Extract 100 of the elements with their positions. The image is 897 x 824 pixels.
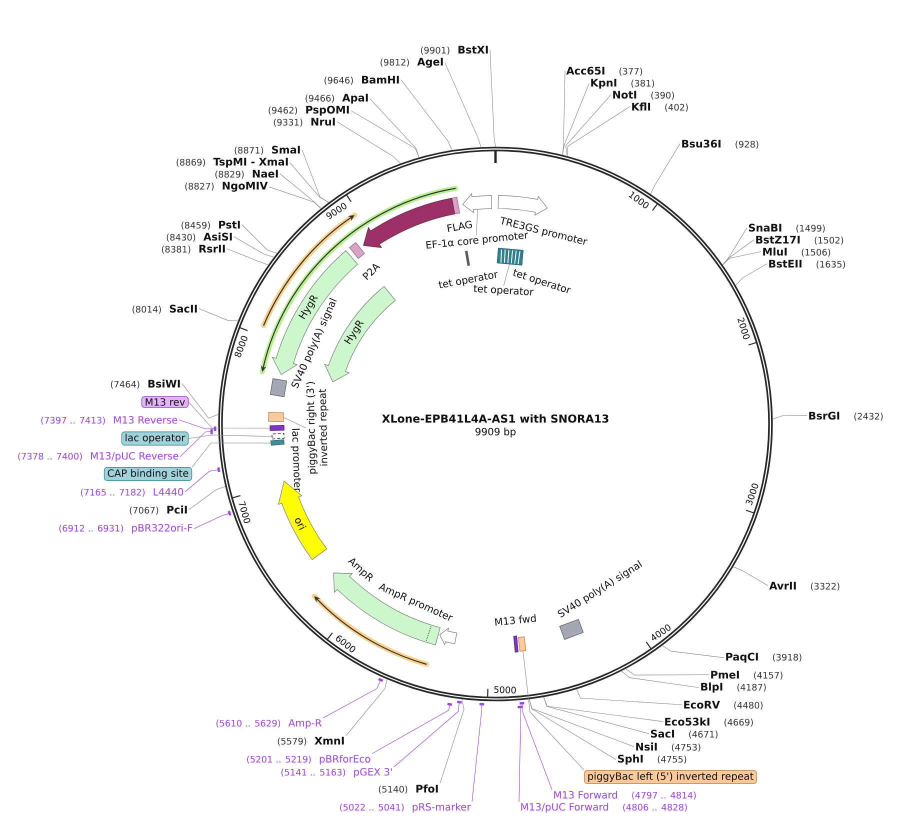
leader-line [184, 470, 218, 492]
tick-label: 7000 [238, 501, 250, 523]
leader-line [372, 705, 450, 754]
enzyme-site-label: NaeI [252, 170, 278, 178]
primer-site-mark [520, 702, 524, 705]
leader-line [280, 173, 322, 209]
primer-label: pBRforEco [320, 754, 370, 765]
site-position: (402) [665, 104, 688, 112]
primer-range: (5141 .. 5163) [281, 768, 346, 777]
enzyme-site-label: NsiI [636, 742, 657, 751]
site-position: (8869) [176, 158, 206, 167]
feature-label-box: lac operator [121, 432, 189, 446]
site-position: (7464) [110, 380, 140, 389]
leader-line [662, 645, 724, 658]
enzyme-site-label: EcoRV [684, 700, 720, 709]
enzyme-site-label: NgoMIV [222, 182, 268, 192]
enzyme-site-label: AvrII [769, 582, 796, 590]
leader-line [625, 668, 710, 676]
feature-box [268, 412, 284, 422]
site-position: (8014) [132, 306, 161, 314]
leader-line [735, 263, 768, 286]
leader-line [543, 696, 650, 734]
site-position: (8829) [215, 170, 244, 179]
leader-line [198, 308, 239, 321]
primer-label: M13 Reverse [114, 416, 178, 424]
primer-site-mark [217, 467, 220, 472]
enzyme-site-label: BlpI [701, 682, 722, 693]
primer-range: (4797 .. 4814) [632, 792, 696, 800]
site-position: (8430) [166, 234, 196, 242]
leader-line [336, 121, 401, 164]
feature-box [272, 433, 284, 440]
enzyme-site-label: AsiSI [203, 232, 232, 241]
enzyme-site-label: PstI [219, 220, 240, 229]
leader-line [283, 417, 306, 428]
enzyme-site-label: MluI [763, 248, 787, 256]
site-position: (5579) [278, 738, 306, 746]
enzyme-site-label: KflI [632, 102, 650, 110]
feature-label: M13 fwd [494, 614, 536, 626]
site-position: (4187) [737, 684, 766, 692]
leader-line [518, 708, 522, 802]
leader-line [234, 236, 274, 258]
primer-label: M13/pUC Reverse [91, 452, 178, 462]
leader-line [562, 83, 590, 156]
primer-range: (7165 .. 7182) [80, 488, 145, 497]
primer-site-mark [457, 700, 462, 704]
primer-label: M13/pUC Forward [521, 802, 608, 813]
site-position: (390) [651, 92, 674, 100]
feature-box [270, 439, 284, 446]
enzyme-site-label: ApaI [342, 94, 368, 104]
leader-line [522, 704, 552, 790]
feature-label: piggyBac right (3') inverted repeat [306, 382, 328, 474]
enzyme-site-label: BsiWI [148, 380, 180, 388]
site-position: (1499) [796, 224, 825, 233]
site-position: (8381) [162, 246, 190, 254]
primer-range: (5022 .. 5041) [340, 804, 404, 812]
enzyme-site-label: SacI [650, 730, 674, 738]
enzyme-site-label: PspOMI [306, 106, 349, 116]
feature-label-box: piggyBac left (5') inverted repeat [584, 770, 758, 784]
leader-line [290, 162, 329, 203]
feature-box [270, 425, 284, 431]
leader-line [576, 688, 682, 706]
site-position: (9812) [380, 58, 409, 67]
primer-label: Amp-R [288, 719, 322, 729]
enzyme-site-label: Bsu36I [682, 140, 720, 148]
leader-line [529, 698, 616, 760]
tick-label: 3000 [746, 484, 758, 506]
site-position: (9331) [274, 118, 302, 127]
enzyme-site-label: KpnI [591, 78, 616, 89]
leader-line [543, 696, 664, 722]
leader-line [178, 420, 214, 430]
enzyme-site-label: TspMI - XmaI [213, 158, 288, 168]
enzyme-site-label: BstXI [458, 46, 488, 54]
site-position: (9901) [420, 46, 450, 55]
feature-label-box: M13 rev [141, 396, 189, 408]
leader-line [370, 98, 420, 158]
leader-line [268, 186, 322, 209]
primer-site-mark [518, 706, 523, 708]
site-position: (4157) [754, 672, 782, 680]
site-position: (8459) [182, 222, 210, 230]
leader-line [226, 248, 269, 266]
site-position: (1506) [802, 248, 830, 257]
leader-line [565, 94, 612, 156]
primer-site-mark [378, 678, 384, 682]
site-position: (2432) [854, 412, 883, 421]
enzyme-site-label: NotI [613, 90, 636, 99]
enzyme-site-label: SacII [170, 304, 197, 313]
site-position: (4753) [672, 744, 700, 752]
primer-label: pBR322ori-F [132, 524, 192, 534]
tick-label: 8000 [234, 336, 248, 358]
enzyme-site-label: RsrII [199, 244, 225, 253]
enzyme-site-label: PciI [167, 506, 187, 514]
primer-label: M13 Forward [554, 790, 618, 799]
feature-label-box: CAP binding site [104, 467, 192, 481]
enzyme-site-label: NruI [311, 118, 335, 126]
primer-label: L4440 [154, 488, 184, 496]
tick-label: 2000 [737, 317, 750, 340]
primer-range: (5610 .. 5629) [216, 720, 280, 728]
site-position: (9466) [306, 94, 334, 103]
primer-range: (4806 .. 4828) [623, 804, 687, 812]
leader-line [567, 106, 630, 156]
